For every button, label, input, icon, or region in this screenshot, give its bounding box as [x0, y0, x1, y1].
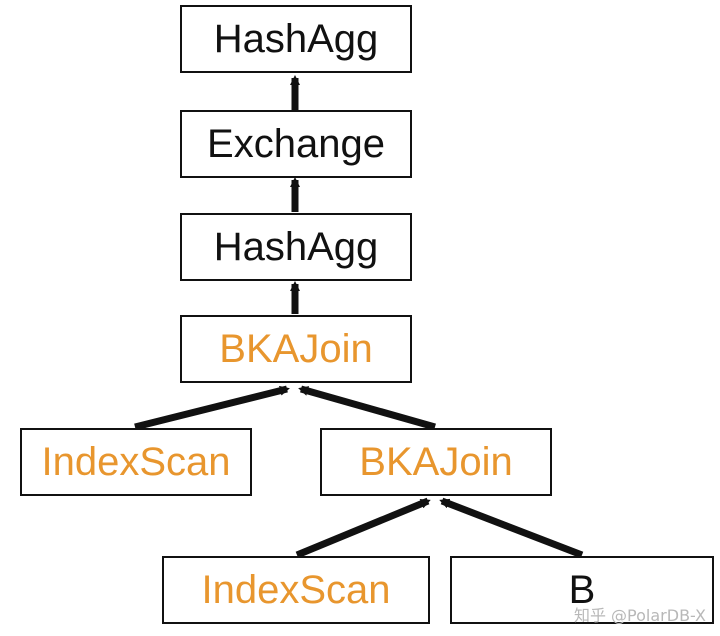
node-hashagg-top: HashAgg — [180, 5, 412, 73]
node-indexscan-left: IndexScan — [20, 428, 252, 496]
node-bkajoin-mid: BKAJoin — [320, 428, 552, 496]
watermark-text: 知乎 @PolarDB-X — [573, 606, 706, 625]
edge-bkajoin-mid-to-bkajoin-top — [298, 385, 436, 431]
edge-indexscan-left-to-bkajoin-top — [134, 385, 290, 431]
edge-b-to-bkajoin-mid — [439, 497, 584, 559]
node-hashagg-mid: HashAgg — [180, 213, 412, 281]
node-exchange: Exchange — [180, 110, 412, 178]
node-bkajoin-top: BKAJoin — [180, 315, 412, 383]
node-b-table: B — [450, 556, 714, 624]
edge-indexscan-bottom-to-bkajoin-mid — [295, 497, 431, 559]
node-indexscan-bottom: IndexScan — [162, 556, 430, 624]
